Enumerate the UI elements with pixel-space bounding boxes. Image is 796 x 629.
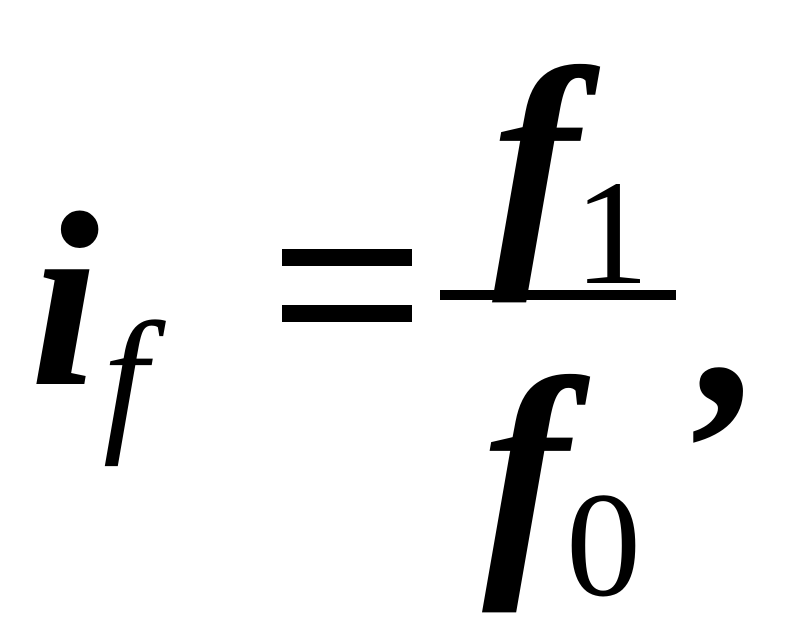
numerator-variable: f <box>492 16 579 304</box>
equals-bottom-bar <box>282 305 412 322</box>
trailing-comma: , <box>690 182 753 459</box>
numerator-subscript: 1 <box>574 150 649 316</box>
denominator-variable: f <box>482 326 569 614</box>
equals-top-bar <box>282 249 412 266</box>
lhs-variable: i <box>30 162 100 439</box>
lhs-subscript: f <box>103 289 148 467</box>
fraction-bar <box>440 290 676 300</box>
denominator-subscript: 0 <box>566 462 641 628</box>
